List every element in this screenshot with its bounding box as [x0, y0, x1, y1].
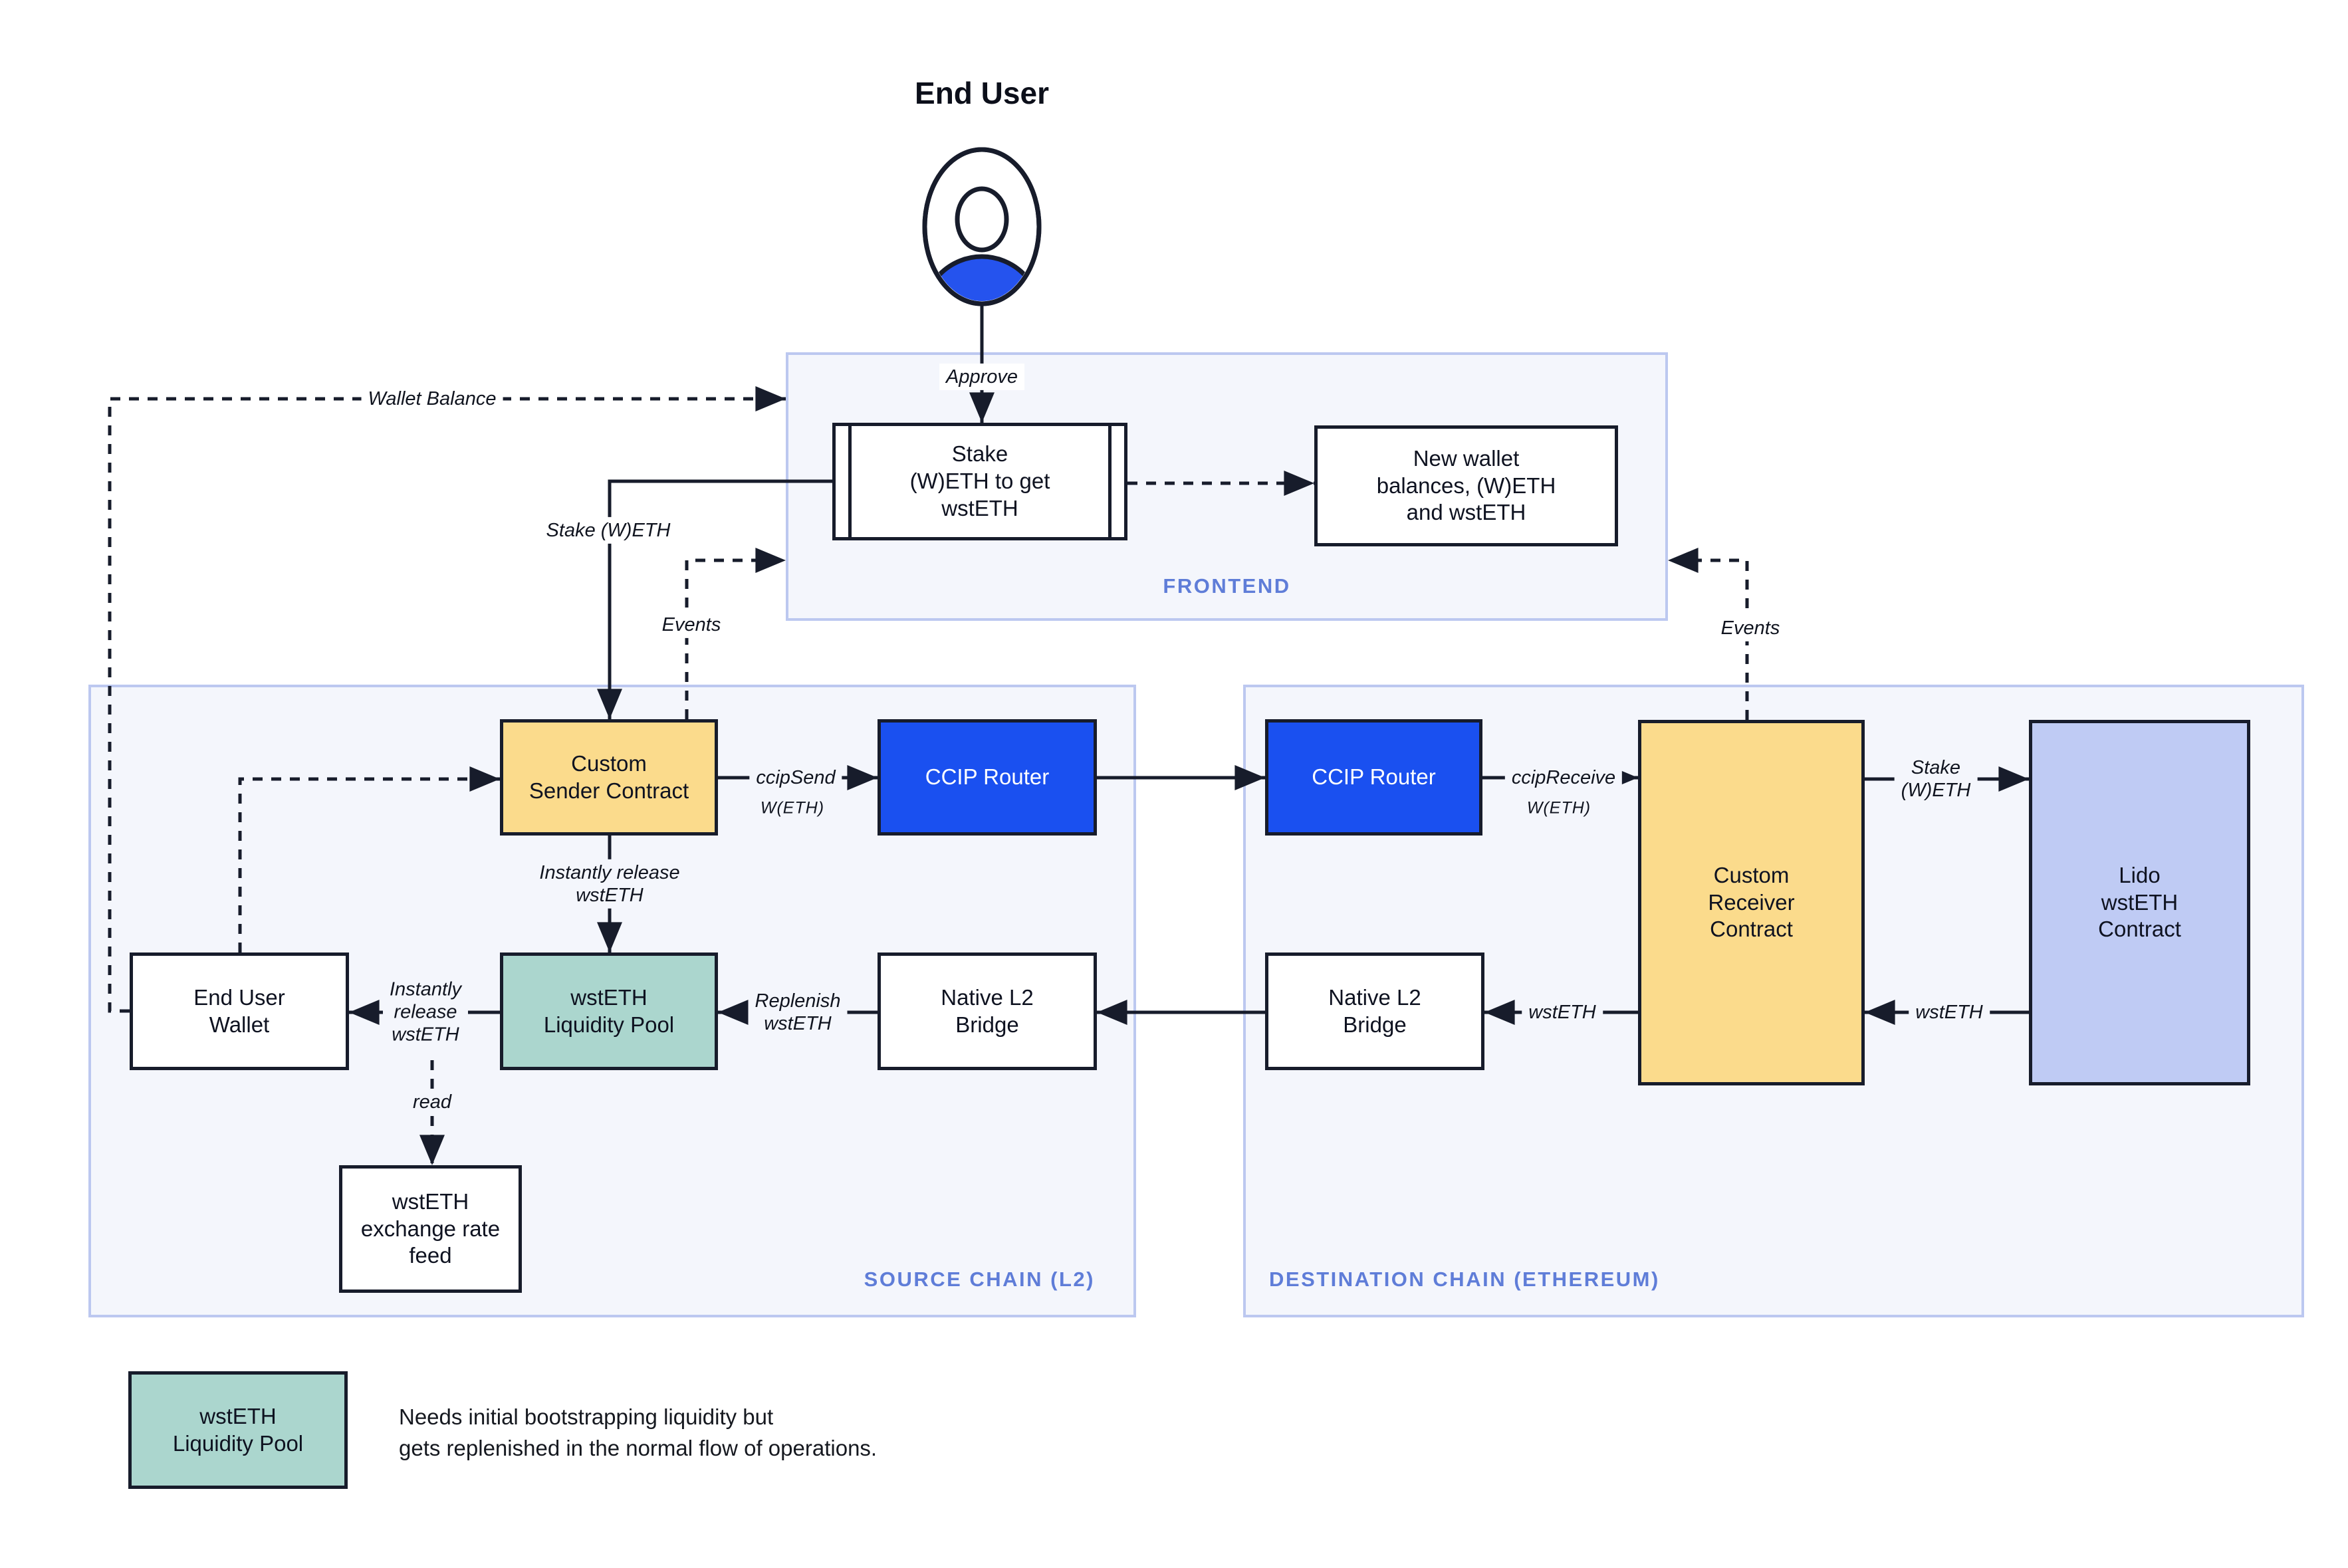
edge-label-read: read	[406, 1088, 459, 1116]
legend-description: Needs initial bootstrapping liquidity bu…	[399, 1404, 878, 1460]
node-label: Custom Receiver Contract	[1708, 862, 1795, 942]
node-label: Native L2 Bridge	[1328, 984, 1421, 1037]
edge-label-stake-weth-left: Stake (W)ETH	[539, 516, 677, 544]
subroutine-bar-left	[848, 426, 852, 537]
node-label: wstETH Liquidity Pool	[543, 984, 675, 1037]
edge-label-approve: Approve	[939, 363, 1025, 391]
edge-label-instantly-release-horizontal: Instantly release wstETH	[383, 976, 468, 1049]
node-label: Native L2 Bridge	[941, 984, 1034, 1037]
node-ccip-router-source: CCIP Router	[878, 719, 1097, 836]
edge-label-wallet-balance: Wallet Balance	[361, 385, 503, 413]
legend-wsteth-liquidity-pool-box: wstETH Liquidity Pool	[128, 1371, 348, 1489]
edge-label-stake-weth-right: Stake (W)ETH	[1894, 754, 1978, 804]
edge-label-ccipsend: ccipSend	[749, 764, 842, 792]
edge-label-replenish-wsteth: Replenish wstETH	[748, 987, 848, 1038]
node-label: CCIP Router	[1312, 764, 1436, 790]
node-label: Stake (W)ETH to get wstETH	[909, 441, 1050, 520]
frontend-panel-label: FRONTEND	[1163, 574, 1291, 598]
node-wsteth-exchange-rate-feed: wstETH exchange rate feed	[339, 1165, 522, 1293]
node-label: CCIP Router	[925, 764, 1050, 790]
node-label: End User Wallet	[193, 984, 285, 1037]
node-ccip-router-destination: CCIP Router	[1265, 719, 1482, 836]
edge-label-wsteth-from-lido: wstETH	[1909, 998, 1990, 1026]
node-label: New wallet balances, (W)ETH and wstETH	[1376, 445, 1556, 525]
edge-label-wsteth-to-bridge: wstETH	[1522, 998, 1603, 1026]
edge-label-ccipreceive-weth: W(ETH)	[1520, 796, 1598, 820]
destination-chain-panel-label: DESTINATION CHAIN (ETHEREUM)	[1269, 1268, 1660, 1291]
edge-label-events-left: Events	[655, 611, 728, 639]
edge-label-events-right: Events	[1714, 614, 1787, 642]
node-lido-wsteth-contract: Lido wstETH Contract	[2029, 720, 2250, 1085]
subroutine-bar-right	[1108, 426, 1112, 537]
node-label: Lido wstETH Contract	[2098, 862, 2181, 942]
edge-label-weth	[233, 862, 247, 866]
edge-label-instantly-release-vertical: Instantly release wstETH	[532, 859, 687, 909]
node-stake-weth-to-get-wsteth: Stake (W)ETH to get wstETH	[832, 423, 1127, 540]
edge-label-ccipreceive: ccipReceive	[1504, 764, 1623, 792]
edge-label-ccipsend-weth: W(ETH)	[753, 796, 832, 820]
node-custom-sender-contract: Custom Sender Contract	[500, 719, 718, 836]
legend-box-label: wstETH Liquidity Pool	[172, 1403, 304, 1456]
end-user-icon	[922, 147, 1042, 306]
node-native-l2-bridge-source: Native L2 Bridge	[878, 952, 1097, 1070]
node-native-l2-bridge-destination: Native L2 Bridge	[1265, 952, 1484, 1070]
node-end-user-wallet: End User Wallet	[130, 952, 349, 1070]
node-custom-receiver-contract: Custom Receiver Contract	[1638, 720, 1865, 1085]
node-new-wallet-balances: New wallet balances, (W)ETH and wstETH	[1314, 425, 1618, 546]
node-wsteth-liquidity-pool: wstETH Liquidity Pool	[500, 952, 718, 1070]
source-chain-panel-label: SOURCE CHAIN (L2)	[864, 1268, 1095, 1291]
node-label: wstETH exchange rate feed	[360, 1188, 501, 1268]
node-label: Custom Sender Contract	[528, 750, 689, 803]
end-user-title: End User	[915, 76, 1049, 110]
